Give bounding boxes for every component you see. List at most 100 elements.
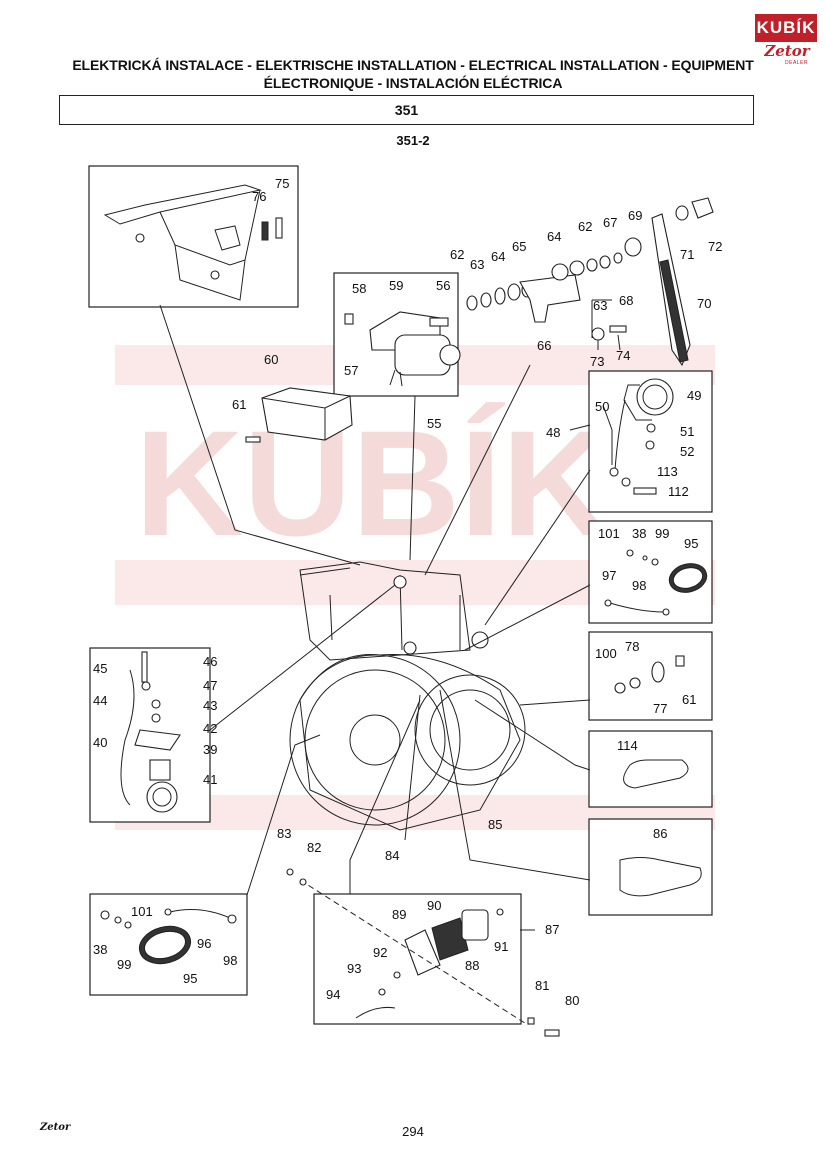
callout-68: 68 [619,293,633,308]
callout-90: 90 [427,898,441,913]
callout-114: 114 [617,738,638,753]
callout-62-upper: 62 [578,219,592,234]
callout-42: 42 [203,721,217,736]
callout-41: 41 [203,772,217,787]
callout-61-lower: 61 [682,692,696,707]
callout-57: 57 [344,363,358,378]
watermark-text: KUBÍK [135,399,610,567]
callout-98-left: 98 [223,953,237,968]
callout-40: 40 [93,735,107,750]
belt-box-114 [588,730,713,808]
mirror-bracket-drawing [614,655,685,694]
callout-78: 78 [625,639,639,654]
callout-84: 84 [385,848,399,863]
callout-89: 89 [392,907,406,922]
work-light-drawing [609,378,674,495]
title-line-2: ÉLECTRONIQUE - INSTALACIÓN ELÉCTRICA [263,75,563,91]
beacon-drawing [120,651,181,813]
callout-85: 85 [488,817,502,832]
callout-113: 113 [657,464,678,479]
callout-75: 75 [275,176,289,191]
callout-76: 76 [252,189,266,204]
callout-88: 88 [465,958,479,973]
callout-52: 52 [680,444,694,459]
callout-62-lower: 62 [450,247,464,262]
callout-60: 60 [264,352,278,367]
lamp-right-drawing [604,549,708,616]
callout-81: 81 [535,978,549,993]
section-number-box: 351 [59,95,754,125]
mirror-bracket-box [588,631,713,721]
callout-56: 56 [436,278,450,293]
callout-69: 69 [628,208,642,223]
callout-39: 39 [203,742,217,757]
callout-92: 92 [373,945,387,960]
callout-67: 67 [603,215,617,230]
page-title: ELEKTRICKÁ INSTALACE - ELEKTRISCHE INSTA… [40,56,786,92]
callout-73: 73 [590,354,604,369]
callout-101-left: 101 [131,904,153,919]
callout-64-upper: 64 [547,229,561,244]
callout-66: 66 [537,338,551,353]
callout-61-upper: 61 [232,397,246,412]
callout-91: 91 [494,939,508,954]
callout-51: 51 [680,424,694,439]
callout-72: 72 [708,239,722,254]
callout-65: 65 [512,239,526,254]
callout-101-right: 101 [598,526,620,541]
cover-drawing [245,387,353,443]
dealer-logo: KUBÍK Zetor DEALER [755,14,817,66]
callout-55: 55 [427,416,441,431]
callout-58: 58 [352,281,366,296]
wiper-linkage-drawing [466,197,714,367]
page-number: 294 [402,1124,424,1139]
lamp-left-drawing [100,908,237,965]
callout-labels: 75 76 72 71 70 69 67 62 64 65 62 63 64 6… [93,176,722,1008]
callout-63-upper: 63 [470,257,484,272]
belt-86-drawing [619,857,702,897]
callout-83: 83 [277,826,291,841]
logo-brand: Zetor [764,42,810,60]
callout-71: 71 [680,247,694,262]
tractor-drawing [289,561,526,831]
title-line-1: ELEKTRICKÁ INSTALACE - ELEKTRISCHE INSTA… [72,57,754,73]
callout-100: 100 [595,646,617,661]
callout-99-right: 99 [655,526,669,541]
callout-95-left: 95 [183,971,197,986]
callout-95-right: 95 [684,536,698,551]
subsection-number: 351-2 [396,133,430,148]
logo-tag: DEALER [785,60,809,66]
callout-82: 82 [307,840,321,855]
callout-99-left: 99 [117,957,131,972]
callout-96: 96 [197,936,211,951]
belt-114-drawing [623,759,689,789]
callout-49: 49 [687,388,701,403]
callout-48: 48 [546,425,560,440]
callout-77: 77 [653,701,667,716]
callout-93: 93 [347,961,361,976]
callout-44: 44 [93,693,107,708]
callout-64-lower: 64 [491,249,505,264]
logo-text: KUBÍK [755,14,817,42]
callout-80: 80 [565,993,579,1008]
callout-38-left: 38 [93,942,107,957]
callout-86: 86 [653,826,667,841]
footer-brand-mark: Zetor [40,1122,71,1133]
leader-lines [159,304,621,1037]
callout-46: 46 [203,654,217,669]
callout-94: 94 [326,987,340,1002]
callout-74: 74 [616,348,630,363]
callout-87: 87 [545,922,559,937]
wiper-motor-drawing [344,311,461,387]
callout-112: 112 [668,484,689,499]
callout-70: 70 [697,296,711,311]
callout-59: 59 [389,278,403,293]
belt-box-86 [588,818,713,916]
section-number: 351 [394,102,419,118]
callout-47: 47 [203,678,217,693]
callout-45: 45 [93,661,107,676]
callout-97: 97 [602,568,616,583]
callout-50: 50 [595,399,609,414]
cab-bracket-drawing [103,184,283,301]
